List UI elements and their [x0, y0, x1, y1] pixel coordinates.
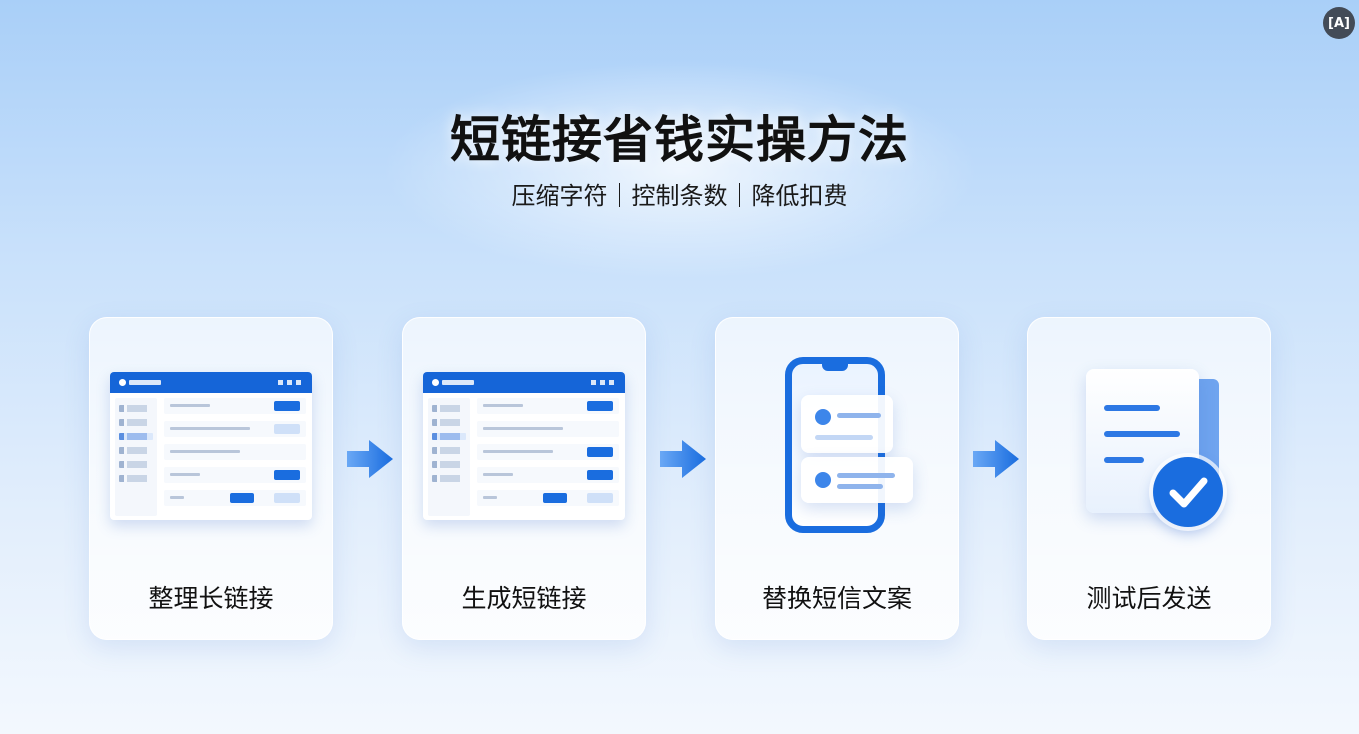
- arrow-right-icon: [660, 440, 706, 478]
- arrow-right-icon: [347, 440, 393, 478]
- page-title: 短链接省钱实操方法: [450, 111, 909, 169]
- step-label: 生成短链接: [461, 584, 587, 613]
- step-label: 整理长链接: [148, 584, 274, 613]
- page-subtitle: 压缩字符｜控制条数｜降低扣费: [511, 182, 848, 210]
- title-glow: [380, 60, 980, 280]
- step-card-generate-short-link: 生成短链接: [402, 317, 646, 640]
- scan-text-icon: [A]: [1328, 15, 1350, 31]
- check-circle-icon: [1153, 457, 1223, 527]
- step-card-organize-long-link: 整理长链接: [89, 317, 333, 640]
- scan-text-button[interactable]: [A]: [1323, 7, 1355, 39]
- message-bubble-icon: [801, 395, 893, 453]
- message-bubble-icon: [801, 457, 913, 503]
- step-card-test-and-send: 测试后发送: [1027, 317, 1271, 640]
- step-label: 替换短信文案: [761, 584, 912, 613]
- step-label: 测试后发送: [1086, 584, 1212, 613]
- url-tool-window-icon: [423, 372, 625, 520]
- url-tool-window-icon: [110, 372, 312, 520]
- step-card-replace-sms-copy: 替换短信文案: [715, 317, 959, 640]
- arrow-right-icon: [973, 440, 1019, 478]
